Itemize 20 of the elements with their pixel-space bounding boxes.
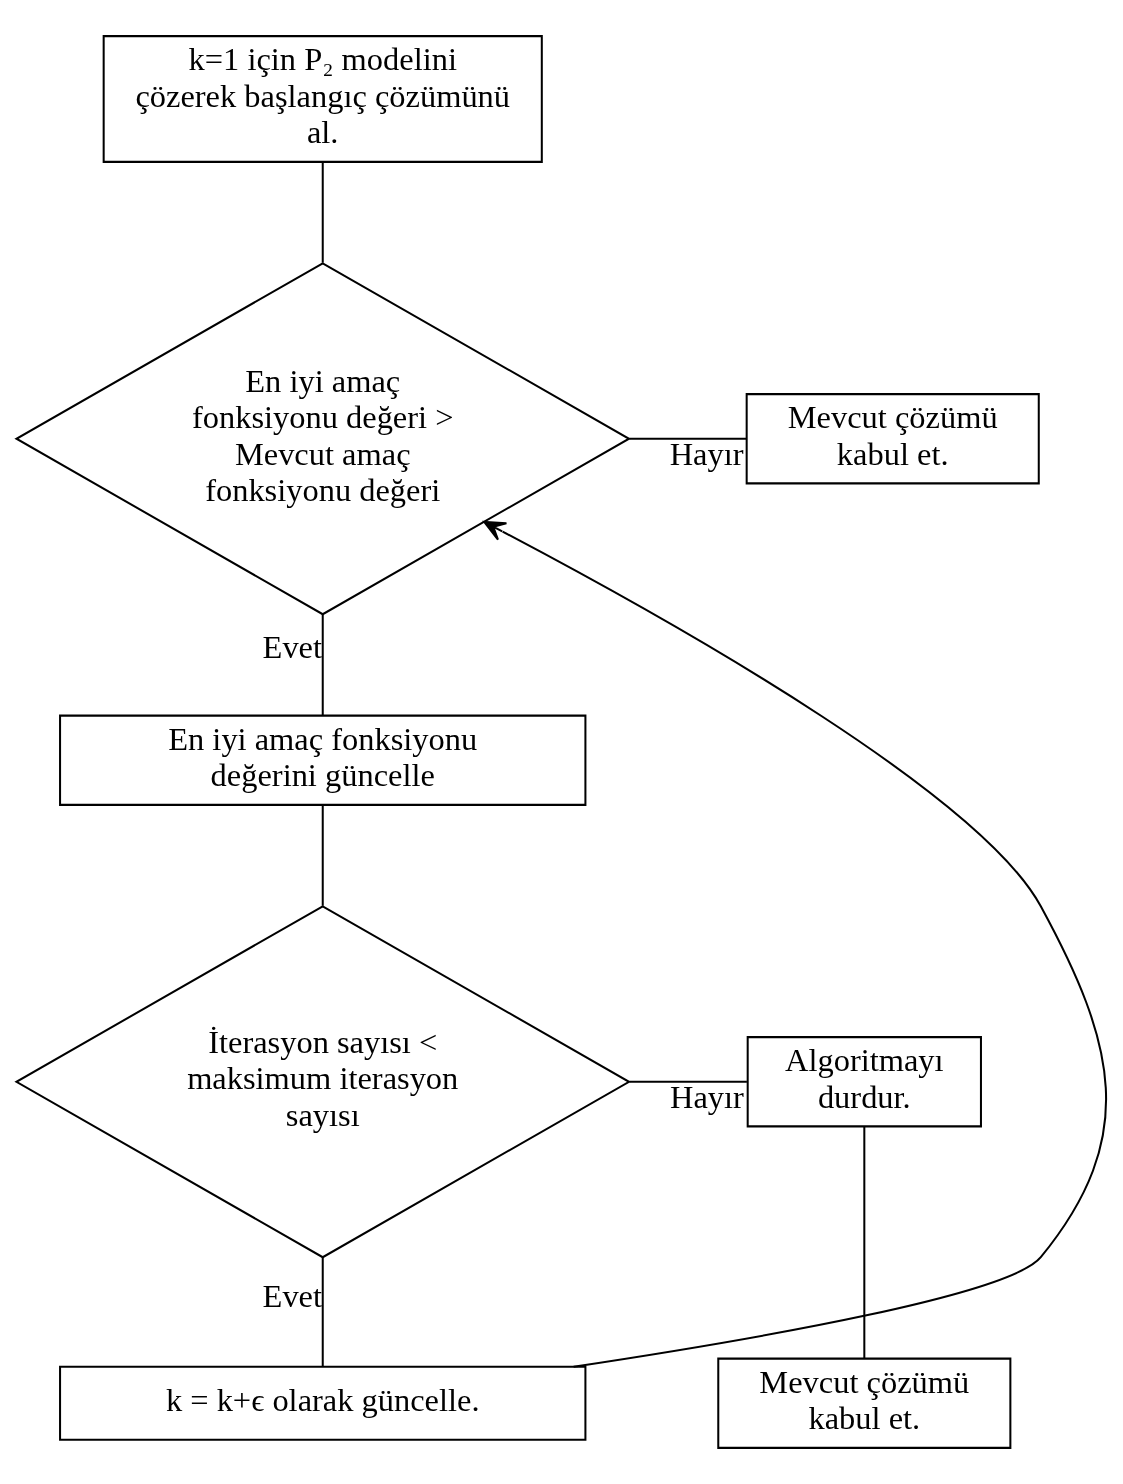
connector: [863, 1126, 866, 1359]
connector: [321, 162, 324, 263]
edge-label: Hayır: [670, 1078, 744, 1115]
node-box: Algoritmayı durdur.: [746, 1036, 982, 1128]
arrow: [483, 521, 1107, 1368]
node-diamond: İterasyon sayısı < maksimum iterasyon sayısı: [14, 905, 632, 1259]
edge-label: Hayır: [669, 435, 744, 472]
connector: [629, 437, 747, 440]
connector: [321, 805, 324, 906]
edge-label: Evet: [262, 629, 323, 666]
node-box: k=1 için P₂ modelini çözerek başlangıç çözümünü al.: [102, 35, 543, 163]
node-box: Mevcut çözümü kabul et.: [717, 1357, 1012, 1449]
edge-label: Evet: [262, 1277, 323, 1314]
connector: [629, 1080, 747, 1083]
node-box: k = k+ϵ olarak güncelle.: [59, 1365, 587, 1441]
node-box: Mevcut çözümü kabul et.: [745, 393, 1040, 485]
connector: [321, 614, 324, 716]
node-box: En iyi amaç fonksiyonu değerini güncelle: [59, 714, 587, 806]
connector: [321, 1257, 324, 1367]
node-diamond: En iyi amaç fonksiyonu değeri > Mevcut amaç fonksiyonu değeri: [14, 262, 632, 616]
